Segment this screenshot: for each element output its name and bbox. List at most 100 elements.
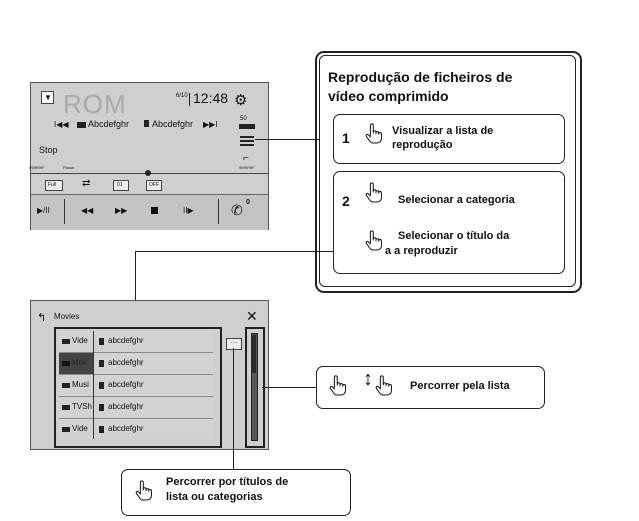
repeat-icon[interactable]: ⇄ [82,178,91,189]
list-highlight-frame [54,327,222,448]
file-icon [99,382,104,389]
source-watermark: ROM [63,89,127,119]
triangle-down-icon: ▼ [44,93,52,102]
file-icon [99,338,104,345]
progress-knob[interactable] [145,170,151,176]
divider [218,199,219,224]
pause-label: Pause [63,165,75,170]
eq-label: 50 [240,116,247,122]
guide-title-1: Reprodução de ficheiros de [328,69,513,85]
list-item[interactable]: Vide abcdefghr [59,419,213,439]
scroll-callout-text: Percorrer pela lista [410,380,510,392]
controls-bar [31,194,268,230]
status-text: Stop [39,145,58,155]
player-screen: ▼ ROM 6/10 12:48 ⚙ I◀◀ Abcdefghr Abcdefg… [29,82,269,230]
time-right: 9999'99" [239,165,255,170]
slow-motion-icon[interactable]: II▶ [183,206,194,215]
settings-gear-icon[interactable]: ⚙ [234,92,248,109]
list-item[interactable]: Mov abcdefghr [59,353,213,375]
column-divider [93,331,94,439]
item-label: abcdefghr [108,380,144,389]
scrollbar-track[interactable] [251,333,258,441]
folder-icon [62,427,70,432]
category-label: Musi [72,380,89,389]
step2-text-b2: a a reproduzir [385,245,458,257]
eq-icon[interactable] [239,124,255,129]
drag-hand-icon [375,375,392,396]
tap-hand-icon [365,123,382,144]
fast-forward-icon[interactable]: ▶▶ [115,206,128,215]
separator-bar [189,93,190,106]
time-left: 9999'99" [29,165,45,170]
category-label: TVSh [72,402,93,411]
next-track-icon[interactable]: ▶▶I [203,120,218,129]
rewind-icon[interactable]: ◀◀ [81,206,94,215]
folder-icon [62,361,70,366]
folder-name: Abcdefghr [88,119,130,129]
category-label: Vide [72,336,88,345]
step1-text-1: Visualizar a lista de [392,125,494,137]
tap-hand-icon [135,480,152,501]
category-switch-icon[interactable]: … [226,338,242,350]
off-toggle[interactable]: OFF [146,180,162,191]
back-icon[interactable]: ↰ [37,312,47,324]
connector-line [255,139,333,140]
scroll-callout [316,366,545,409]
category-label: Mov [72,358,88,367]
file-icon [144,120,149,127]
mid-toggle[interactable]: 01 [113,180,129,191]
stop-icon[interactable] [151,207,158,214]
folder-icon [62,383,70,388]
folder-icon [62,339,70,344]
connector-line [262,387,316,388]
file-icon [99,426,104,433]
folder-icon [62,405,70,410]
file-name: Abcdefghr [152,119,194,129]
phone-badge: 0 [246,199,250,206]
item-label: abcdefghr [108,402,144,411]
prev-track-icon[interactable]: I◀◀ [54,120,69,129]
bottom-callout-text-2: lista ou categorias [166,491,263,503]
selected-category-bg [59,353,93,374]
bottom-callout [121,469,351,516]
step2-text-b1: Selecionar o título da [398,230,510,242]
play-pause-icon[interactable]: ▶/II [37,206,50,215]
full-toggle[interactable]: Full [45,180,63,191]
file-icon [99,404,104,411]
step2-text-a: Selecionar a categoria [398,194,515,206]
tap-hand-icon [365,182,382,203]
connector-line [135,251,333,252]
close-icon[interactable]: ✕ [246,308,258,324]
up-down-arrow-icon: ↕ [363,368,373,390]
step2-box [333,171,565,274]
guide-title-2: vídeo comprimido [328,88,449,104]
phone-icon[interactable]: ✆ [231,202,243,218]
item-label: abcdefghr [108,424,144,433]
resize-icon[interactable]: ⌐ [243,153,249,164]
track-counter: 6/10 [176,93,188,99]
list-item[interactable]: TVSh abcdefghr [59,397,213,419]
file-icon [99,360,104,367]
tap-hand-icon [365,230,382,251]
guide-box-outer [315,51,582,293]
menu-button[interactable]: ▼ [41,91,54,104]
list-item[interactable]: Musi abcdefghr [59,375,213,397]
item-label: abcdefghr [108,358,144,367]
divider [64,199,65,224]
step1-box [333,114,565,164]
bottom-callout-text-1: Percorrer por títulos de [166,476,289,488]
connector-line [135,251,136,329]
list-item[interactable]: Vide abcdefghr [59,331,213,353]
step1-number: 1 [342,130,350,146]
list-icon[interactable] [240,136,254,146]
category-label: Vide [72,424,88,433]
list-title: Movies [54,312,80,321]
connector-line [233,348,234,469]
step1-text-2: reprodução [392,139,453,151]
item-label: abcdefghr [108,336,144,345]
clock: 12:48 [193,90,229,106]
step2-number: 2 [342,193,350,209]
scrollbar-thumb[interactable] [251,335,256,373]
folder-icon [77,122,86,128]
drag-hand-icon [329,375,346,396]
